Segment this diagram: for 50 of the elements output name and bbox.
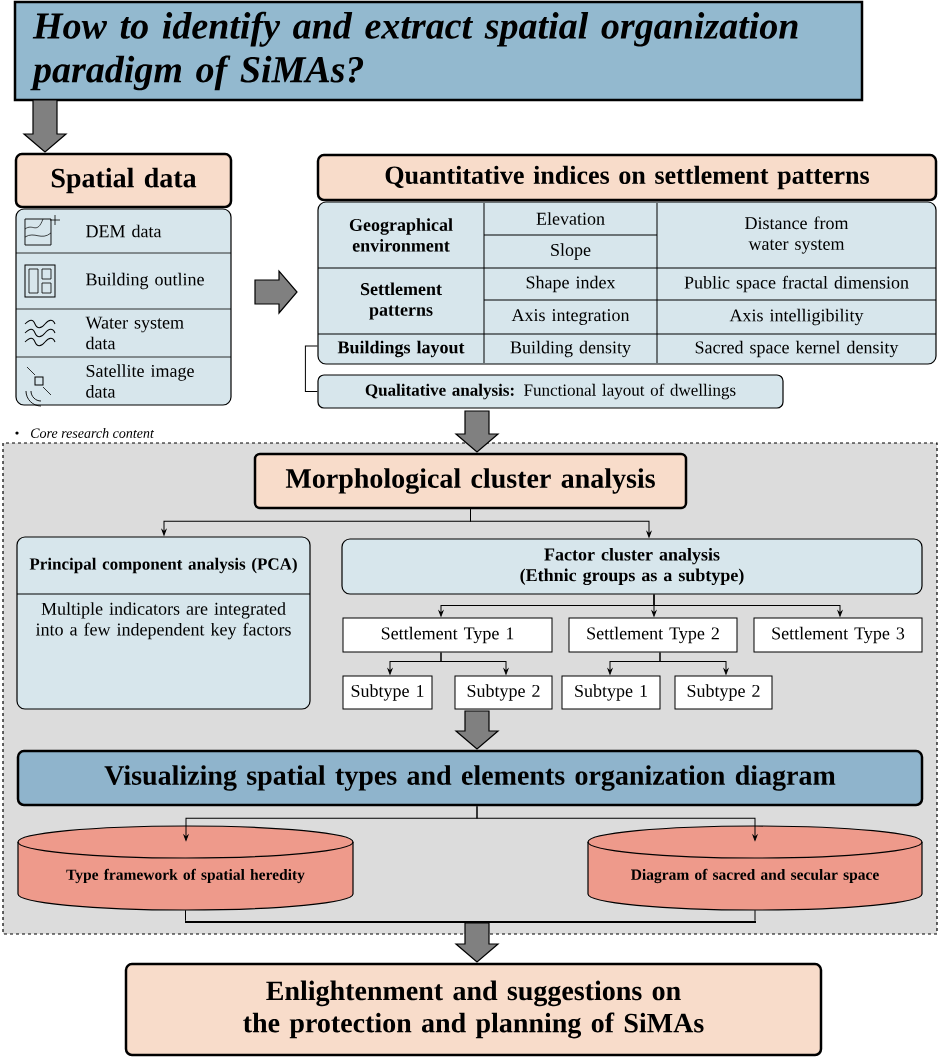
type-box: Settlement Type 2: [568, 617, 738, 653]
block-arrow: [454, 410, 500, 453]
block-arrow: [454, 710, 500, 750]
table-cell: Shape index: [526, 275, 616, 293]
list-item: Building outline: [86, 272, 204, 290]
region-heading: Core research content: [31, 428, 155, 438]
cylinder: Type framework of spatial heredity: [17, 825, 354, 911]
arrow: [476, 805, 758, 841]
arrow: [440, 652, 509, 675]
arrow: [470, 508, 652, 538]
list-item: Water system data: [85, 316, 184, 350]
block-arrow: [22, 99, 68, 153]
process-box: Visualizing spatial types and elements organization diagram: [16, 749, 924, 807]
header-box: Quantitative indices on settlement patterns: [316, 153, 938, 202]
block-arrow: [254, 269, 298, 315]
type-box: Subtype 1: [342, 675, 433, 710]
table-cell: Axis integration: [511, 309, 630, 325]
type-box: Subtype 2: [454, 675, 553, 710]
cylinder: Diagram of sacred and secular space: [587, 825, 923, 911]
block-arrow: [454, 922, 500, 963]
panel-box: [15, 208, 232, 406]
table-cell: Settlement patterns: [360, 282, 442, 320]
list-item: Satellite image data: [86, 364, 194, 398]
process-box: Morphological cluster analysis: [253, 452, 688, 510]
arrow: [659, 652, 729, 675]
table-cell: Building density: [510, 340, 631, 358]
table-cell: Distance from water system: [745, 216, 849, 254]
type-box: Subtype 1: [561, 675, 661, 710]
arrow: [653, 594, 843, 617]
result-box: Enlightenment and suggestions on the protection and planning of SiMAs: [124, 962, 823, 1057]
type-box: Subtype 2: [674, 675, 773, 710]
header-box: Spatial data: [14, 152, 233, 209]
process-box: Factor cluster analysis (Ethnic groups as a subtype): [341, 538, 923, 595]
table-cell: Public space fractal dimension: [684, 275, 909, 293]
note-box: Qualitative analysis: Functional layout of dwellings: [317, 374, 784, 409]
title-box: How to identify and extract spatial organization paradigm of SiMAs?: [13, 0, 864, 102]
type-box: Settlement Type 3: [753, 617, 923, 653]
process-box: Principal component analysis (PCA) Multiple indicators are integrated into a few independent key factors: [16, 536, 311, 710]
bracket-line: [304, 345, 318, 392]
table-cell: Buildings layout: [337, 340, 465, 358]
table-cell: Geographical environment: [349, 218, 453, 252]
type-box: Settlement Type 1: [342, 617, 553, 653]
list-item: DEM data: [86, 224, 162, 238]
table-cell: Sacred space kernel density: [695, 340, 899, 358]
table-cell: Axis intelligibility: [729, 308, 864, 326]
connector-line: [185, 909, 186, 922]
panel-box: [317, 201, 937, 365]
connector-line: [754, 909, 756, 922]
table-cell: Elevation: [536, 212, 605, 225]
table-cell: Slope: [551, 243, 591, 260]
